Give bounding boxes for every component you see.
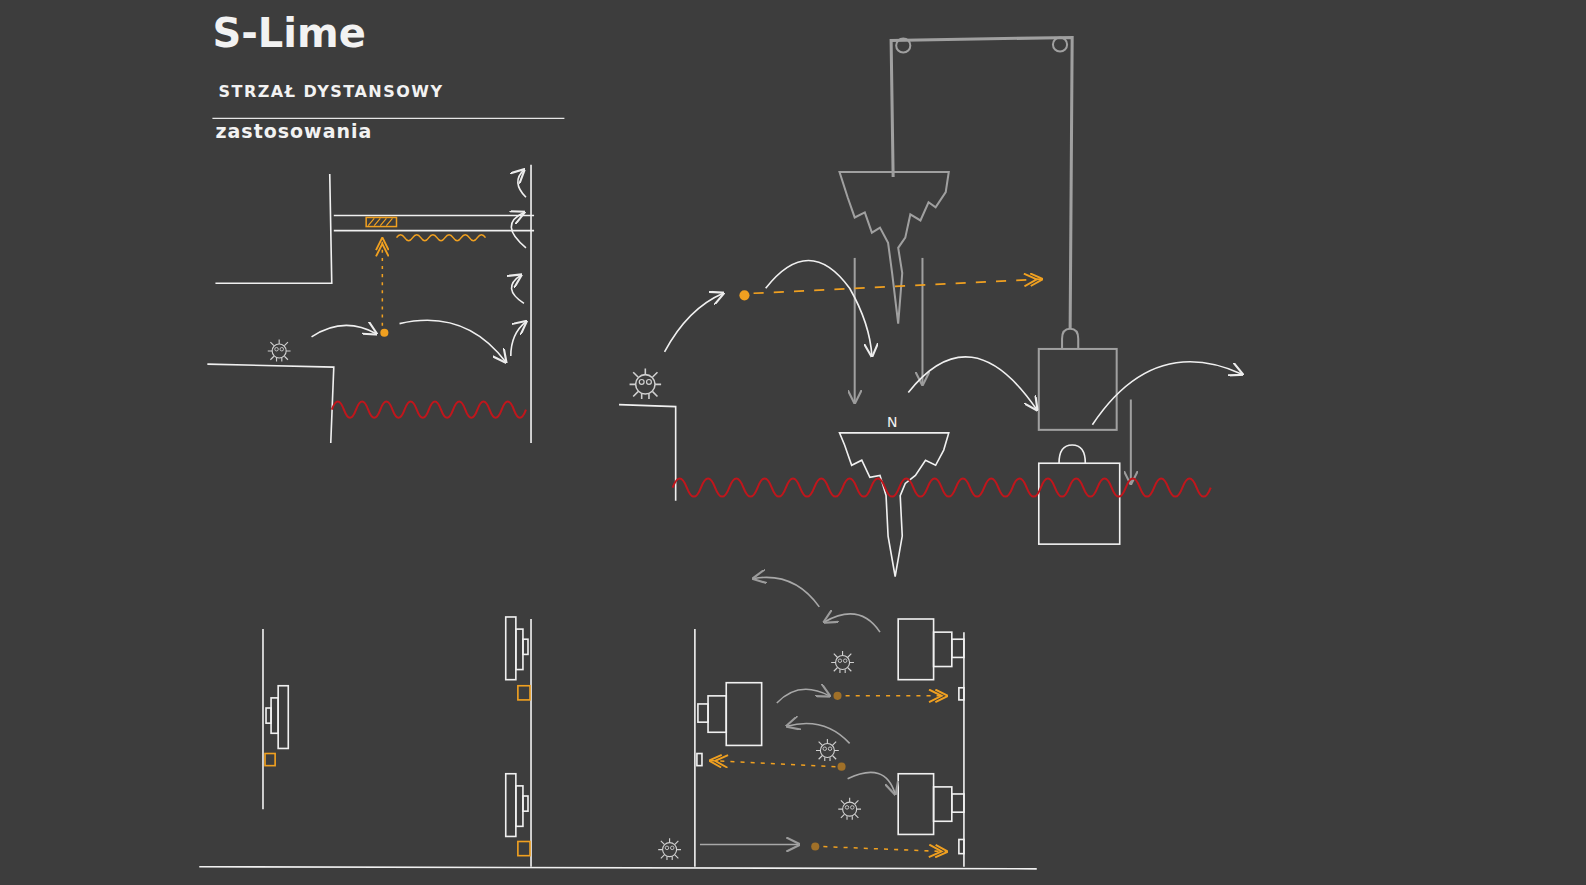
shots bbox=[710, 692, 947, 852]
spike-plant bbox=[840, 433, 949, 577]
target-block bbox=[366, 217, 396, 226]
hatch bbox=[368, 218, 392, 225]
hazard-wave bbox=[673, 478, 1211, 496]
scene-corridor bbox=[207, 165, 534, 443]
hanging-box bbox=[1039, 349, 1117, 430]
platform bbox=[207, 364, 333, 443]
bounce-arrow bbox=[511, 212, 526, 247]
slime-creature bbox=[630, 369, 662, 399]
slime-creature bbox=[268, 340, 291, 362]
orange-marks bbox=[366, 217, 485, 336]
jump-arrow bbox=[665, 293, 724, 352]
turret bbox=[698, 683, 762, 746]
page-title: S-Lime bbox=[212, 13, 365, 53]
scene-turrets bbox=[199, 617, 1037, 869]
turret bbox=[266, 686, 288, 749]
wall bbox=[963, 632, 965, 867]
hook bbox=[1062, 329, 1078, 349]
turret bbox=[506, 617, 528, 680]
turret bbox=[898, 774, 964, 835]
scene-ground bbox=[619, 260, 1242, 576]
turret bbox=[506, 774, 528, 837]
switch bbox=[959, 839, 964, 853]
shot-point bbox=[380, 329, 388, 337]
move-arrows bbox=[700, 577, 895, 844]
slime-creature bbox=[816, 739, 839, 761]
pulley bbox=[896, 38, 910, 52]
wall bbox=[262, 629, 264, 809]
slime-creature bbox=[831, 651, 854, 673]
shot-point bbox=[739, 290, 749, 300]
pulley bbox=[1053, 37, 1067, 51]
ground bbox=[199, 867, 1037, 869]
bounce-arrow bbox=[512, 275, 524, 303]
switch bbox=[959, 688, 964, 700]
section-heading: zastosowania bbox=[215, 122, 372, 141]
subtitle: STRZAŁ DYSTANSOWY bbox=[218, 84, 443, 100]
crate-handle bbox=[1059, 445, 1085, 463]
vibration bbox=[397, 235, 486, 241]
fall-arrow bbox=[854, 258, 856, 403]
platform bbox=[619, 405, 676, 501]
shot-trail bbox=[754, 279, 1042, 293]
shot-trail bbox=[382, 239, 384, 326]
jump-arrow bbox=[400, 320, 506, 362]
bounce-arrow bbox=[511, 322, 526, 356]
beam bbox=[334, 215, 534, 230]
slime-creature bbox=[838, 798, 861, 820]
hazard-wave bbox=[332, 402, 526, 418]
marking-letter: N bbox=[887, 415, 897, 429]
switch bbox=[697, 754, 702, 766]
scene-crane bbox=[840, 37, 1131, 483]
wall bbox=[530, 165, 532, 443]
header-rule bbox=[212, 118, 564, 119]
jump-arrow bbox=[766, 260, 872, 356]
wall bbox=[215, 174, 331, 283]
jump-arrow bbox=[312, 325, 377, 336]
slime-creature bbox=[658, 838, 681, 860]
jump-arrow bbox=[1092, 362, 1242, 425]
turret bbox=[898, 619, 964, 680]
fall-arrow bbox=[921, 258, 923, 384]
fall-arrow bbox=[1130, 400, 1132, 484]
wall bbox=[694, 629, 696, 867]
crate bbox=[1039, 463, 1120, 544]
jump-arrow bbox=[908, 357, 1036, 410]
bounce-arrow bbox=[518, 170, 526, 197]
orange-switches bbox=[265, 686, 530, 856]
wall bbox=[530, 619, 532, 867]
